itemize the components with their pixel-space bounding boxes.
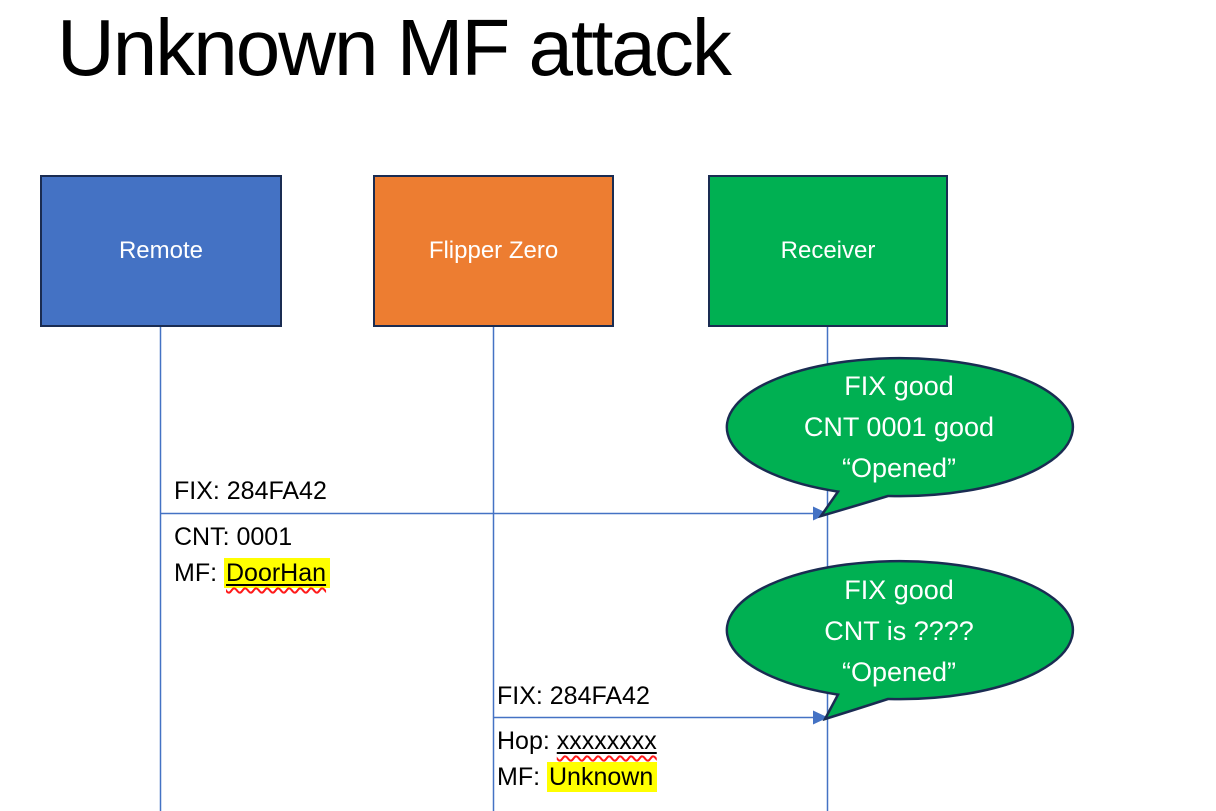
message1-mf-prefix: MF: [174, 559, 224, 587]
actor-box-remote: Remote [40, 175, 282, 327]
message2-label-fix: FIX: 284FA42 [497, 682, 650, 710]
message2-arrowhead [813, 710, 828, 725]
callout1-bubble [725, 356, 1075, 519]
callout2-text: FIX good CNT is ???? “Opened” [744, 570, 1054, 693]
actor-label-flipper-zero: Flipper Zero [428, 237, 559, 264]
actor-box-receiver: Receiver [708, 175, 948, 327]
message1-label-mf: MF: DoorHan [174, 555, 331, 591]
message1-mf-value: DoorHan [226, 559, 327, 587]
callout1-line2: CNT 0001 good [803, 412, 995, 442]
callout2-line1: FIX good [844, 575, 954, 605]
message1-mf-value-highlight: DoorHan [224, 558, 331, 588]
slide-title: Unknown MF attack [57, 3, 732, 92]
message2-hop-prefix: Hop: [497, 727, 557, 755]
message1-cnt-prefix: CNT: [174, 523, 237, 551]
message1-arrowhead [813, 506, 828, 521]
message2-mf-prefix: MF: [497, 763, 547, 791]
actor-label-remote: Remote [118, 237, 204, 264]
callout1-text: FIX good CNT 0001 good “Opened” [744, 366, 1054, 489]
callout2-line3: “Opened” [841, 657, 957, 687]
message2-labels-below: Hop: xxxxxxxx MF: Unknown [497, 723, 658, 795]
callout1-line1: FIX good [844, 371, 954, 401]
actor-box-flipper-zero: Flipper Zero [373, 175, 614, 327]
actor-label-receiver: Receiver [780, 237, 876, 264]
callout2-line2: CNT is ???? [824, 616, 974, 646]
message2-hop-value: xxxxxxxx [556, 727, 657, 755]
message1-labels-below: CNT: 0001 MF: DoorHan [174, 519, 331, 591]
message2-mf-value: Unknown [549, 763, 654, 791]
message2-hop-value-wrap: xxxxxxxx [557, 727, 657, 755]
callout1-line3: “Opened” [841, 453, 957, 483]
message1-label-cnt: CNT: 0001 [174, 519, 330, 555]
message2-label-hop: Hop: xxxxxxxx [497, 723, 657, 759]
message2-label-mf: MF: Unknown [497, 759, 658, 795]
callout2-bubble [725, 559, 1075, 722]
message1-cnt-value: 0001 [236, 523, 293, 551]
message1-label-fix: FIX: 284FA42 [174, 477, 327, 505]
message2-mf-value-highlight: Unknown [547, 762, 658, 792]
